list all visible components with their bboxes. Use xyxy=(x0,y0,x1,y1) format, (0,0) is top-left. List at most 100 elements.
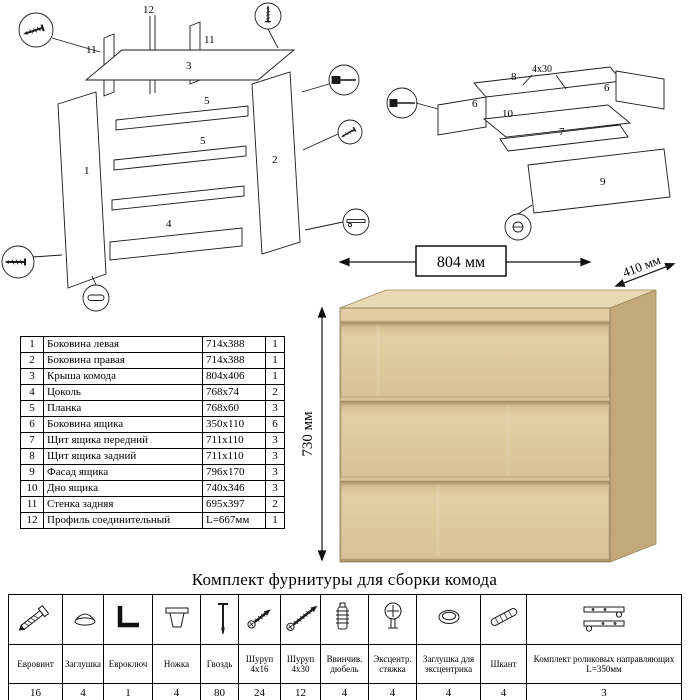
part-name: Планка xyxy=(43,400,203,417)
screw-in-dowel-icon xyxy=(335,602,349,630)
part-name: Фасад ящика xyxy=(43,464,203,481)
height-dimension-label: 730 мм xyxy=(300,411,316,457)
part-name: Щит ящика передний xyxy=(43,432,203,449)
part-number: 4 xyxy=(20,384,44,401)
drawer-slides-icon xyxy=(583,606,625,632)
part-label-drawer-facade: 9 xyxy=(600,176,606,188)
width-dimension-label: 804 мм xyxy=(437,254,485,271)
part-number: 11 xyxy=(20,496,44,513)
part-qty: 3 xyxy=(265,432,285,449)
carcass-exploded-diagram: 1 2 3 4 5 5 11 11 12 xyxy=(1,2,370,312)
part-label-drawer-side-l: 6 xyxy=(472,98,478,110)
rail-1 xyxy=(115,105,249,131)
part-qty: 1 xyxy=(265,368,285,385)
part-number: 9 xyxy=(20,464,44,481)
part-number: 3 xyxy=(20,368,44,385)
part-qty: 1 xyxy=(265,352,285,369)
carcass-panels xyxy=(57,15,301,289)
depth-dimension: 410 мм xyxy=(614,252,676,287)
part-label-drawer-bottom: 10 xyxy=(502,108,514,120)
hardware-name: Эксцентр. стяжка xyxy=(368,644,417,684)
part-name: Профиль соединительный xyxy=(43,512,203,529)
top-board xyxy=(84,49,296,81)
hardware-name: Евроключ xyxy=(103,644,153,684)
rail-2 xyxy=(113,145,247,171)
part-number: 6 xyxy=(20,416,44,433)
drawer-side-right xyxy=(615,70,665,110)
dresser-top xyxy=(339,289,657,309)
screw-4x30-icon xyxy=(286,605,318,631)
screw-4x16-icon xyxy=(247,609,271,629)
hardware-qty: 24 xyxy=(238,683,281,700)
part-name: Щит ящика задний xyxy=(43,448,203,465)
rail-3 xyxy=(111,185,245,211)
callout-circle-screwdriver xyxy=(328,64,360,96)
part-number: 8 xyxy=(20,448,44,465)
part-size: 768x60 xyxy=(202,400,266,417)
hardware-name: Ввинчив. дюбель xyxy=(320,644,369,684)
drawer-front-2 xyxy=(340,400,610,478)
part-name: Крыша комода xyxy=(43,368,203,385)
part-number: 2 xyxy=(20,352,44,369)
part-label-drawer-back: 8 xyxy=(511,71,517,83)
part-size: L=667мм xyxy=(202,512,266,529)
part-qty: 3 xyxy=(265,464,285,481)
part-number: 5 xyxy=(20,400,44,417)
confirmat-screw-icon xyxy=(18,604,49,631)
hardware-qty: 16 xyxy=(8,683,63,700)
hardware-qty: 1 xyxy=(103,683,153,700)
drawer-side-left xyxy=(437,96,487,136)
part-label-drawer-front: 7 xyxy=(559,126,565,138)
hardware-name: Шкант xyxy=(480,644,527,684)
part-size: 714x388 xyxy=(202,352,266,369)
hardware-name: Ножка xyxy=(152,644,201,684)
part-number: 7 xyxy=(20,432,44,449)
part-size: 711x110 xyxy=(202,448,266,465)
drawer-front-shield xyxy=(499,124,629,152)
part-size: 804x406 xyxy=(202,368,266,385)
cap-icon xyxy=(74,613,96,626)
part-size: 695x397 xyxy=(202,496,266,513)
part-number: 10 xyxy=(20,480,44,497)
cam-lock-icon xyxy=(384,602,401,629)
part-size: 768x74 xyxy=(202,384,266,401)
part-name: Боковина левая xyxy=(43,336,203,353)
dresser-render: 804 мм 410 мм 730 мм xyxy=(300,245,676,563)
carcass-callouts xyxy=(1,2,370,312)
drawer-facade xyxy=(527,148,671,214)
callout-circle-confirmat xyxy=(18,12,54,48)
hardware-qty: 4 xyxy=(320,683,369,700)
drawer-front-1 xyxy=(340,321,610,398)
cam-cap-icon xyxy=(438,610,459,624)
part-name: Боковина ящика xyxy=(43,416,203,433)
part-qty: 3 xyxy=(265,480,285,497)
part-label-rail-1: 5 xyxy=(204,95,210,107)
hardware-name: Комплект роликовых направляющих L=350мм xyxy=(526,644,682,684)
part-qty: 3 xyxy=(265,400,285,417)
drawer-front-3 xyxy=(340,480,610,560)
hardware-name: Гвоздь xyxy=(200,644,239,684)
part-size: 740x346 xyxy=(202,480,266,497)
hardware-kit-title: Комплект фурнитуры для сборки комода xyxy=(191,570,498,589)
dresser-side xyxy=(609,289,657,563)
screw-size-note: 4x30 xyxy=(532,64,552,75)
hardware-qty: 4 xyxy=(62,683,104,700)
part-label-back-2: 11 xyxy=(204,34,215,46)
part-name: Дно ящика xyxy=(43,480,203,497)
part-label-left-side: 1 xyxy=(84,165,90,177)
plinth-board xyxy=(109,227,243,261)
hardware-qty: 4 xyxy=(480,683,527,700)
hex-key-icon xyxy=(117,606,139,628)
callout-circle-confirmat-bottom xyxy=(1,245,35,279)
part-number: 12 xyxy=(20,512,44,529)
dresser-body xyxy=(339,289,657,563)
hardware-name: Заглушка xyxy=(62,644,104,684)
hardware-icons-row xyxy=(8,594,682,645)
part-qty: 2 xyxy=(265,384,285,401)
